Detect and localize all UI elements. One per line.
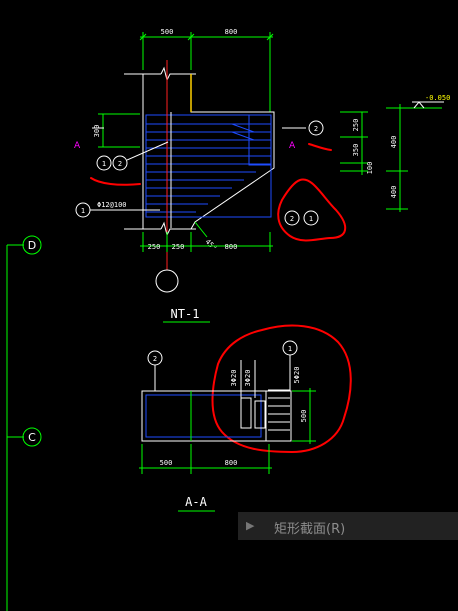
section-rebar-note-b: 3Φ20 [244,370,252,387]
svg-text:1: 1 [288,345,292,353]
top-dim-500: 500 [161,28,174,36]
callout-2-left[interactable]: 2 [112,155,128,171]
title-section: A-A [185,495,207,509]
bottom-dim-250a: 250 [148,243,161,251]
command-tooltip-label: 矩形截面(R) [274,522,346,537]
right-dimension: 250 350 100 [340,111,374,175]
bottom-dim-250b: 250 [172,243,185,251]
callout-2-right[interactable]: 2 [308,120,324,136]
grid-axis-line [6,244,24,611]
section-mark-left: A [74,141,81,151]
play-arrow-icon: ▶ [246,519,255,532]
svg-text:2: 2 [314,125,318,133]
section-callout-1[interactable]: 1 [282,340,298,356]
redline-annotations [90,143,352,454]
section-side-dimension: 500 [292,388,316,444]
grid-label-c: C [28,431,36,444]
section-dim-800: 800 [225,459,238,467]
svg-text:2: 2 [290,215,294,223]
right-dim-250: 250 [352,119,360,132]
break-line-top [124,66,196,82]
grid-bubble-d[interactable]: D [22,235,42,255]
grid-label-d: D [28,239,36,252]
elevation-level: -0.050 [425,94,450,102]
svg-text:1: 1 [102,160,106,168]
title-elevation-block: NT-1 [163,307,210,323]
section-callout-2[interactable]: 2 [147,350,163,366]
right-dim-350: 350 [352,144,360,157]
svg-text:1: 1 [309,215,313,223]
pile-cap-outline [142,74,275,230]
command-tooltip[interactable]: ▶ 矩形截面(R) [238,512,458,540]
title-elevation: NT-1 [171,307,200,321]
centerline-axis [166,60,192,270]
section-rebar-detail [240,360,290,431]
callout-1-rebar[interactable]: 1 [75,202,91,218]
svg-text:2: 2 [118,160,122,168]
section-rebar-note-a: 3Φ20 [230,370,238,387]
section-rebar-note-c: 5Φ20 [293,367,301,384]
angle-annotation: 45° [194,221,219,253]
svg-text:2: 2 [153,355,157,363]
section-side-dim: 500 [300,410,308,423]
title-section-block: A-A [178,495,215,512]
top-dim-800: 800 [225,28,238,36]
svg-text:1: 1 [81,207,85,215]
rebar-pattern [145,114,272,218]
callout-1-left[interactable]: 1 [96,155,112,171]
section-bottom-dimension: 500 800 [139,444,272,474]
callout-leader-left [126,141,169,161]
section-dim-500: 500 [160,459,173,467]
left-dimension: 300 [93,113,140,148]
section-mark-right: A [289,141,296,151]
top-dimension: 500 800 [139,28,274,112]
bottom-dim-800: 800 [225,243,238,251]
far-right-dim-400a: 400 [390,136,398,149]
section-outline [141,390,292,442]
rebar-note: Φ12@100 [97,201,127,209]
break-line-bottom [124,221,196,237]
left-dim-300: 300 [93,125,101,138]
callout-1-bubble[interactable]: 1 [303,210,319,226]
callout-2-bubble[interactable]: 2 [284,210,300,226]
right-dim-100: 100 [366,162,374,175]
grid-bubble-c[interactable]: C [22,427,42,447]
far-right-dimension: 400 400 -0.050 [386,94,450,212]
svg-text:45°: 45° [204,238,219,253]
far-right-dim-400b: 400 [390,186,398,199]
bottom-dimension: 250 250 800 [140,232,273,252]
pile-circle [155,269,179,293]
